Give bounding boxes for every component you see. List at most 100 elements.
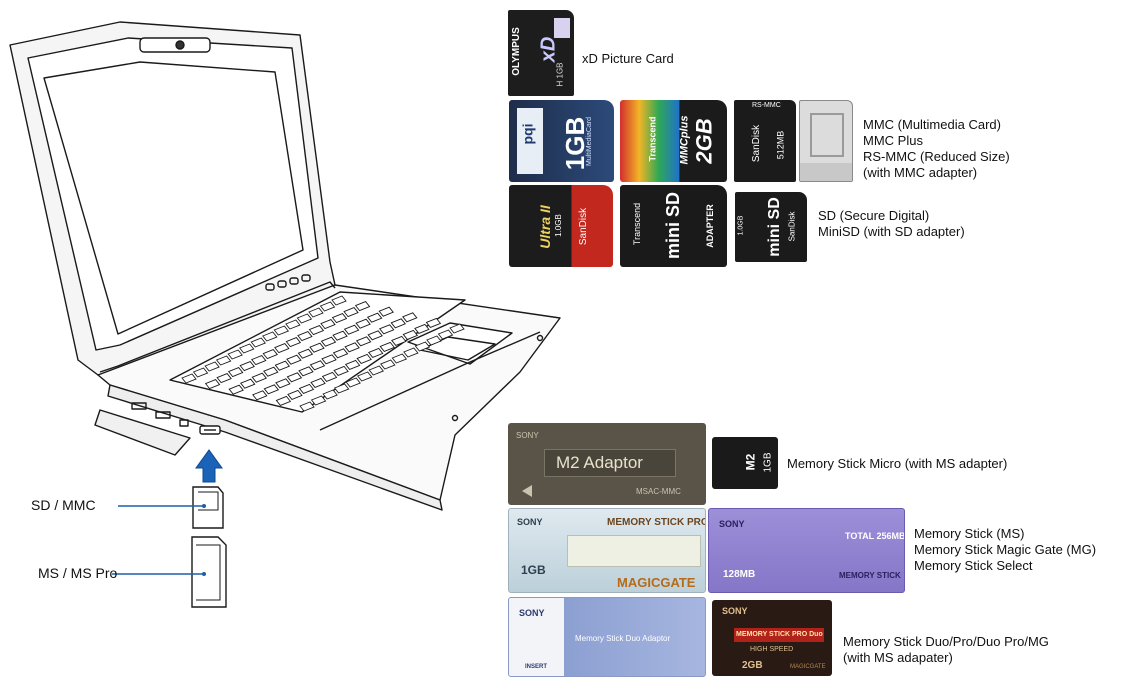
keyboard-key: [274, 360, 291, 371]
keyboard-key: [426, 335, 442, 346]
minisd-card-size: 1.0GB: [737, 215, 745, 236]
mmc-label-line-4: (with MMC adapter): [863, 165, 978, 180]
keyboard-key: [216, 373, 232, 384]
keyboard-key: [275, 395, 292, 406]
keyboard-key: [322, 389, 338, 400]
keyboard-key: [192, 367, 209, 378]
minisd-card: 1.0GB mini SD SanDisk: [735, 192, 807, 262]
keyboard-key: [343, 324, 360, 335]
label-ms-pro: MS / MS Pro: [38, 565, 118, 581]
ms-pro-card: SONY MEMORY STICK PRO 1GB MAGICGATE: [508, 508, 706, 593]
mmc-label-line-3: RS-MMC (Reduced Size): [863, 149, 1010, 164]
keyboard-key: [240, 378, 256, 389]
ms-label-line-3: Memory Stick Select: [914, 558, 1033, 573]
keyboard-key: [379, 341, 395, 352]
ms-micro-card-size: 1GB: [762, 452, 774, 473]
keyboard-key: [287, 389, 303, 400]
ms-pro-card-gate: MAGICGATE: [617, 575, 696, 590]
keyboard-key: [204, 361, 220, 372]
keyboard-key: [321, 354, 337, 365]
keyboard-key: [367, 347, 384, 358]
m2-adaptor-label: M2 Adaptor: [556, 453, 643, 472]
sd-label-line-1: SD (Secure Digital): [818, 208, 930, 223]
xd-card: OLYMPUS xD H 1GB: [508, 10, 574, 96]
keyboard-key: [356, 371, 373, 382]
mmc-label-line-2: MMC Plus: [863, 133, 923, 148]
keyboard-key: [355, 336, 372, 347]
ms-pro-card-type: MEMORY STICK PRO: [607, 517, 706, 528]
keyboard-key: [414, 323, 430, 334]
ms-duo-adapter: SONY Memory Stick Duo Adaptor INSERT: [508, 597, 706, 677]
keyboard-key: [345, 377, 361, 388]
keyboard-key: [263, 384, 280, 395]
mmc-card-transcend-brand: Transcend: [647, 116, 658, 162]
ms-label: Memory Stick (MS) Memory Stick Magic Gat…: [914, 526, 1096, 574]
ms-micro-label: Memory Stick Micro (with MS adapter): [787, 456, 1007, 472]
minisd-adapter-label: ADAPTER: [704, 204, 715, 248]
xd-card-size: H 1GB: [555, 62, 565, 87]
keyboard-key: [378, 324, 395, 335]
ms-pro-duo-card-gate: MAGICGATE: [790, 664, 826, 670]
ms-pro-card-size: 1GB: [521, 563, 546, 577]
keyboard-key: [425, 317, 442, 328]
ms-label-line-1: Memory Stick (MS): [914, 526, 1025, 541]
keyboard-key: [332, 348, 349, 359]
ms-pro-duo-card-type: MEMORY STICK PRO Duo: [736, 631, 823, 638]
ms-select-card: SONY TOTAL 256MB 128MB MEMORY STICK: [708, 508, 905, 593]
sd-card-sandisk: SanDisk Ultra II 1.0GB: [509, 185, 613, 267]
keyboard-key: [378, 306, 394, 317]
keyboard-key: [262, 331, 278, 342]
keyboard-key: [274, 343, 290, 354]
sd-card-drawing: [192, 486, 224, 529]
keyboard-key: [227, 367, 244, 378]
keyboard-key: [273, 325, 290, 336]
ms-micro-card: M2 1GB: [712, 437, 778, 489]
mmc-card-pqi-type: MultiMediaCard: [586, 116, 594, 167]
keyboard-key: [251, 372, 268, 383]
sd-card-sandisk-brand: SanDisk: [578, 207, 590, 246]
ms-select-card-model: TOTAL 256MB: [845, 531, 905, 541]
keyboard-key: [437, 329, 454, 340]
keyboard-key: [414, 341, 431, 352]
keyboard-key: [309, 342, 325, 353]
keyboard-key: [390, 318, 406, 329]
ms-duo-label-line-1: Memory Stick Duo/Pro/Duo Pro/MG: [843, 634, 1049, 649]
keyboard-key: [251, 355, 267, 366]
keyboard-key: [333, 383, 350, 394]
keyboard-key: [319, 301, 336, 312]
ms-duo-adapter-brand: SONY: [519, 608, 545, 618]
m2-adaptor-brand: SONY: [516, 431, 539, 440]
keyboard-key: [228, 384, 244, 395]
keyboard-key: [343, 307, 359, 318]
keyboard-key: [368, 365, 384, 376]
keyboard-key: [321, 371, 338, 382]
keyboard-key: [355, 318, 371, 329]
mmc-card-transcend-size: 2GB: [691, 118, 717, 164]
ms-pro-duo-card-speed: HIGH SPEED: [750, 646, 794, 653]
ms-pro-duo-card-size: 2GB: [742, 660, 763, 671]
keyboard-key: [286, 372, 303, 383]
ms-duo-label-line-2: (with MS adapater): [843, 650, 953, 665]
sd-label: SD (Secure Digital) MiniSD (with SD adap…: [818, 208, 965, 240]
keyboard-key: [344, 359, 361, 370]
laptop-illustration: [9, 21, 561, 608]
keyboard-key: [215, 355, 232, 366]
xd-label: xD Picture Card: [582, 51, 674, 67]
m2-adaptor: SONY M2 Adaptor MSAC-MMC: [508, 423, 706, 505]
ms-pro-card-brand: SONY: [517, 517, 543, 527]
keyboard-key: [391, 335, 407, 346]
minisd-card-brand: SanDisk: [787, 211, 797, 242]
minisd-card-type: mini SD: [765, 197, 783, 257]
keyboard-key: [308, 325, 325, 336]
sd-card-sandisk-type: Ultra II: [536, 205, 553, 249]
minisd-adapter-brand: Transcend: [632, 202, 643, 246]
keyboard-key: [333, 365, 349, 376]
sd-label-line-2: MiniSD (with SD adapter): [818, 224, 965, 239]
mmc-label: MMC (Multimedia Card) MMC Plus RS-MMC (R…: [863, 117, 1010, 181]
keyboard-key: [403, 347, 419, 358]
rsmmc-card-top: RS-MMC: [752, 102, 781, 109]
ms-micro-card-type: M2: [743, 453, 758, 471]
keyboard-key: [310, 395, 327, 406]
keyboard-key: [263, 366, 279, 377]
keyboard-key: [227, 349, 243, 360]
